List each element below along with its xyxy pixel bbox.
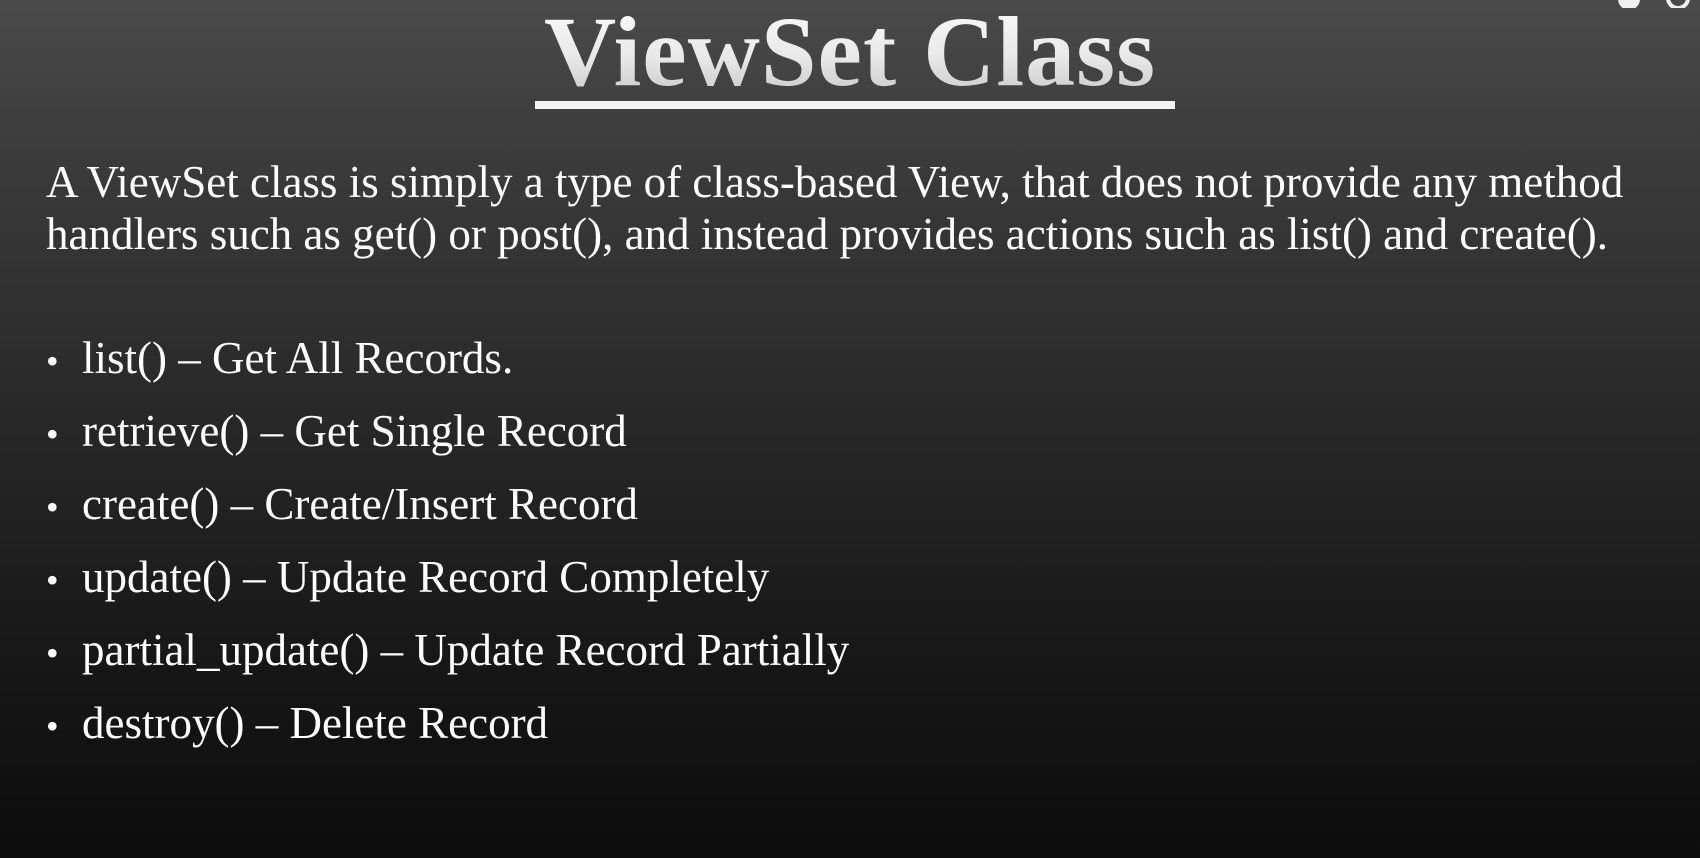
list-item-text: create() – Create/Insert Record xyxy=(82,479,638,529)
list-item: • retrieve() – Get Single Record xyxy=(46,403,849,476)
bullet-icon: • xyxy=(46,414,59,454)
list-item: • update() – Update Record Completely xyxy=(46,549,849,622)
list-item-text: retrieve() – Get Single Record xyxy=(82,406,627,456)
list-item-text: update() – Update Record Completely xyxy=(82,552,770,602)
list-item: • destroy() – Delete Record xyxy=(46,695,849,768)
list-item: • partial_update() – Update Record Parti… xyxy=(46,622,849,695)
slide-title: ViewSet Class xyxy=(0,0,1700,112)
overlay-icon[interactable] xyxy=(1618,0,1640,8)
list-item-text: partial_update() – Update Record Partial… xyxy=(82,625,850,675)
bullet-icon: • xyxy=(46,341,59,381)
method-list: • list() – Get All Records. • retrieve()… xyxy=(46,330,849,768)
bullet-icon: • xyxy=(46,633,59,673)
top-overlay-strip xyxy=(0,0,1700,8)
list-item-text: destroy() – Delete Record xyxy=(82,698,549,748)
bullet-icon: • xyxy=(46,560,59,600)
bullet-icon: • xyxy=(46,706,59,746)
intro-paragraph: A ViewSet class is simply a type of clas… xyxy=(46,157,1624,259)
title-underline xyxy=(535,101,1175,109)
list-item: • create() – Create/Insert Record xyxy=(46,476,849,549)
list-item-text: list() – Get All Records. xyxy=(82,333,514,383)
bullet-icon: • xyxy=(46,487,59,527)
overlay-ring-icon[interactable] xyxy=(1666,0,1690,8)
list-item: • list() – Get All Records. xyxy=(46,330,849,403)
